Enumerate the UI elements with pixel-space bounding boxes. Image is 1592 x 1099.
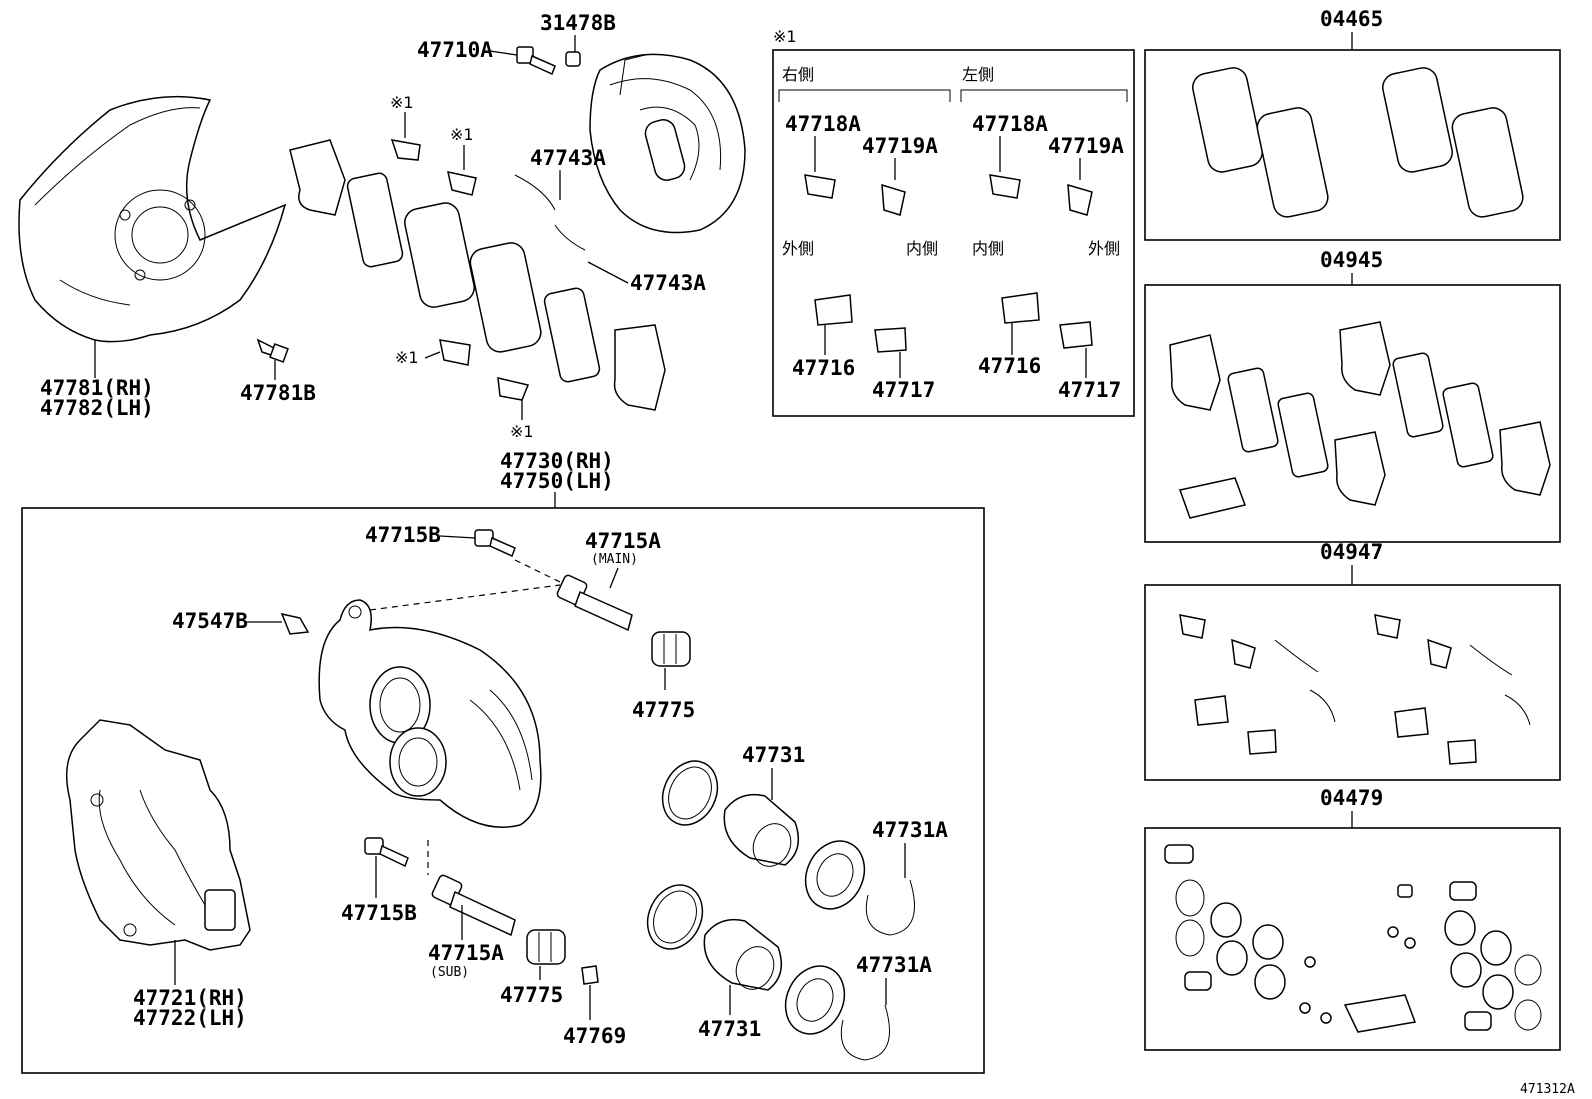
label-47715A-sub: 47715A <box>428 941 504 965</box>
kit-04479-box <box>1144 827 1561 1051</box>
label-47781B: 47781B <box>240 381 316 405</box>
kit-04465-pads <box>1192 67 1524 218</box>
inset-clip-l1 <box>989 174 1021 199</box>
label-47743A-bottom: 47743A <box>630 271 706 295</box>
dust-cover-illustration <box>18 95 287 378</box>
inset-mark: ※1 <box>773 27 797 46</box>
clips-top-illustration <box>390 139 530 401</box>
label-47715A-main: 47715A <box>585 529 661 553</box>
inset-clip-r2 <box>881 183 906 216</box>
label-47715B-bottom: 47715B <box>341 901 417 925</box>
spring-47743A-upper <box>514 174 556 211</box>
caliper-body-illustration <box>318 599 542 828</box>
inset-shim-l2 <box>1059 321 1093 349</box>
torque-plate-illustration <box>65 719 251 951</box>
inset-clip-l2 <box>1067 183 1093 216</box>
label-47782-lh: 47782(LH) <box>40 396 154 420</box>
boot-47775-bottom-illustration <box>526 929 566 965</box>
label-47710A: 47710A <box>417 38 493 62</box>
label-47731A-top: 47731A <box>872 818 948 842</box>
label-47731-top: 47731 <box>742 743 805 767</box>
label-kit-04479: 04479 <box>1320 786 1383 810</box>
inset-outer-left: 外側 <box>1088 239 1120 258</box>
inset-right-47719A: 47719A <box>862 134 938 158</box>
note-mark-b: ※1 <box>450 125 474 144</box>
bolt-47710A-illustration <box>516 46 556 76</box>
label-47715B-top: 47715B <box>365 523 441 547</box>
label-kit-04945: 04945 <box>1320 248 1383 272</box>
kit-04479-seals <box>1164 844 1542 1033</box>
kit-04945-box <box>1144 284 1561 543</box>
inset-shim-r1 <box>814 294 853 326</box>
label-47547B: 47547B <box>172 609 248 633</box>
kit-04945-shims <box>1169 321 1551 519</box>
inset-left-47719A: 47719A <box>1048 134 1124 158</box>
inset-right-47718A: 47718A <box>785 112 861 136</box>
label-47730-rh: 47730(RH) <box>500 449 614 473</box>
label-47722-lh: 47722(LH) <box>133 1006 247 1030</box>
label-main-tag: (MAIN) <box>591 552 638 567</box>
bolt-47715B-top-illustration <box>474 529 516 558</box>
bleeder-47547B <box>280 612 310 635</box>
label-31478B: 31478B <box>540 11 616 35</box>
inset-clip-r1 <box>804 174 836 199</box>
cap-31478B-shape <box>565 51 581 67</box>
label-47775-bottom: 47775 <box>500 983 563 1007</box>
note-mark-a: ※1 <box>390 93 414 112</box>
inset-inner-right: 内側 <box>906 239 938 258</box>
label-kit-04465: 04465 <box>1320 7 1383 31</box>
boot-47775-top-illustration <box>651 631 691 667</box>
spring-47743A-lower <box>554 224 586 251</box>
bolt-47781B-illustration <box>256 338 289 380</box>
figure-id: 471312A <box>1520 1082 1575 1097</box>
inset-left-47716: 47716 <box>978 354 1041 378</box>
guide-pin-sub-illustration <box>431 874 516 937</box>
note-mark-d: ※1 <box>510 422 534 441</box>
inset-outer-right: 外側 <box>782 239 814 258</box>
label-47750-lh: 47750(LH) <box>500 469 614 493</box>
inset-right-47717: 47717 <box>872 378 935 402</box>
kit-04465-box <box>1144 49 1561 241</box>
inset-shim-r2 <box>874 327 907 353</box>
label-47775-top: 47775 <box>632 698 695 722</box>
bolt-47715B-bottom-illustration <box>364 837 409 868</box>
label-47769: 47769 <box>563 1024 626 1048</box>
kit-04947-box <box>1144 584 1561 781</box>
label-kit-04947: 04947 <box>1320 540 1383 564</box>
inset-left-47718A: 47718A <box>972 112 1048 136</box>
inset-shim-l1 <box>1001 292 1040 324</box>
inset-left-47717: 47717 <box>1058 378 1121 402</box>
inset-inner-left: 内側 <box>972 239 1004 258</box>
inset-left-side-label: 左側 <box>962 65 994 84</box>
label-47721-rh: 47721(RH) <box>133 986 247 1010</box>
brake-pads-top-illustration <box>289 139 666 411</box>
inset-right-47716: 47716 <box>792 356 855 380</box>
caliper-assembly-top-illustration <box>589 53 746 234</box>
piston-seals-illustration <box>646 760 915 1061</box>
label-sub-tag: (SUB) <box>430 965 469 980</box>
caliper-breakdown-box <box>21 507 985 1074</box>
kit-04947-clips <box>1179 614 1531 765</box>
label-47743A-top: 47743A <box>530 146 606 170</box>
label-47731A-bottom: 47731A <box>856 953 932 977</box>
guide-pin-main-illustration <box>556 574 633 632</box>
label-47731-bottom: 47731 <box>698 1017 761 1041</box>
label-47781-rh: 47781(RH) <box>40 376 154 400</box>
inset-right-side-label: 右側 <box>782 65 814 84</box>
note-mark-c: ※1 <box>395 348 419 367</box>
inset-clip-kit-box <box>772 49 1135 417</box>
cap-47769-shape <box>581 965 599 985</box>
